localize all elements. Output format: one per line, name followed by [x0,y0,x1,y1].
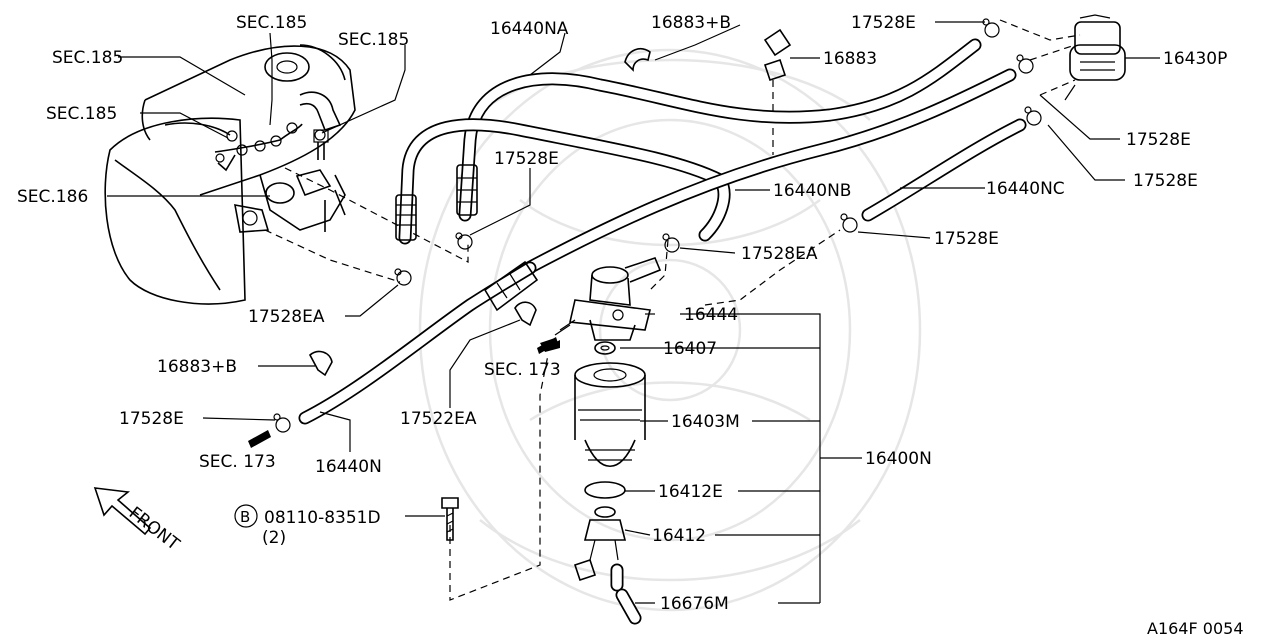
label-bolt-part: 08110-8351D [264,508,381,528]
hose-protector-sleeves [395,164,539,312]
label-16412E: 16412E [658,482,723,502]
label-17528E-r1: 17528E [1126,130,1191,150]
label-16444: 16444 [684,305,738,325]
label-17528E-r3: 17528E [934,229,999,249]
label-front: FRONT [125,503,184,555]
label-bolt-qty: (2) [262,528,286,548]
hose-16440NC[interactable] [861,118,1027,222]
label-16412: 16412 [652,526,706,546]
hose-16440NB[interactable] [518,68,1017,277]
label-17528EA-left: 17528EA [248,307,325,327]
label-17528E-r2: 17528E [1133,171,1198,191]
label-17528E-left: 17528E [119,409,184,429]
bolt-08110-8351D[interactable] [441,497,459,541]
watermark [418,48,922,612]
priming-pump-16444[interactable] [554,257,662,341]
label-sec173-mid: SEC. 173 [484,360,561,380]
label-sec185-a: SEC.185 [52,48,123,68]
hose-clips-16883[interactable] [308,28,792,377]
hose-clamps[interactable] [273,18,1042,433]
flow-arrow-sec173-left [248,430,271,448]
front-arrow-icon [93,487,152,536]
label-17528E-top: 17528E [851,13,916,33]
label-figure-code: A164F 0054 [1147,619,1244,638]
label-sec185-d: SEC.185 [46,104,117,124]
label-16676M: 16676M [660,594,729,614]
label-16440NB: 16440NB [773,181,851,201]
label-16407: 16407 [663,339,717,359]
sensor-16412[interactable] [573,506,627,582]
label-sec173-left: SEC. 173 [199,452,276,472]
engine-block[interactable] [104,44,356,305]
seal-16412E[interactable] [584,481,626,499]
filter-element-16403M[interactable] [574,362,646,468]
label-17522EA: 17522EA [400,409,477,429]
drain-hose-16676M[interactable] [610,563,642,625]
label-16430P: 16430P [1163,49,1227,69]
dashed-connections [264,19,1081,601]
label-17528EA-mid: 17528EA [741,244,818,264]
hose-16440NA-branch[interactable] [398,118,731,245]
label-sec185-b: SEC.185 [236,13,307,33]
label-17528E-mid: 17528E [494,149,559,169]
fuel-filter-16430P[interactable] [1064,14,1126,101]
callout-labels: SEC.185 SEC.185 SEC.185 SEC.185 SEC.186 … [17,13,1244,638]
label-16883B-top: 16883+B [651,13,731,33]
flow-arrow-sec173-mid [537,337,560,354]
leader-lines [107,21,1160,604]
label-bolt-symbol: B [240,508,250,526]
bolt-symbol-circle [234,504,258,528]
o-ring-16407[interactable] [594,341,616,355]
hose-16440N[interactable] [298,261,537,425]
label-16883B-left: 16883+B [157,357,237,377]
label-sec185-c: SEC.185 [338,30,409,50]
label-16403M: 16403M [671,412,740,432]
label-16440NC: 16440NC [986,179,1065,199]
label-16440N: 16440N [315,457,382,477]
label-16883: 16883 [823,49,877,69]
label-16400N: 16400N [865,449,932,469]
label-16440NA: 16440NA [490,19,569,39]
hose-16440NA[interactable] [458,38,982,222]
label-sec186: SEC.186 [17,187,88,207]
